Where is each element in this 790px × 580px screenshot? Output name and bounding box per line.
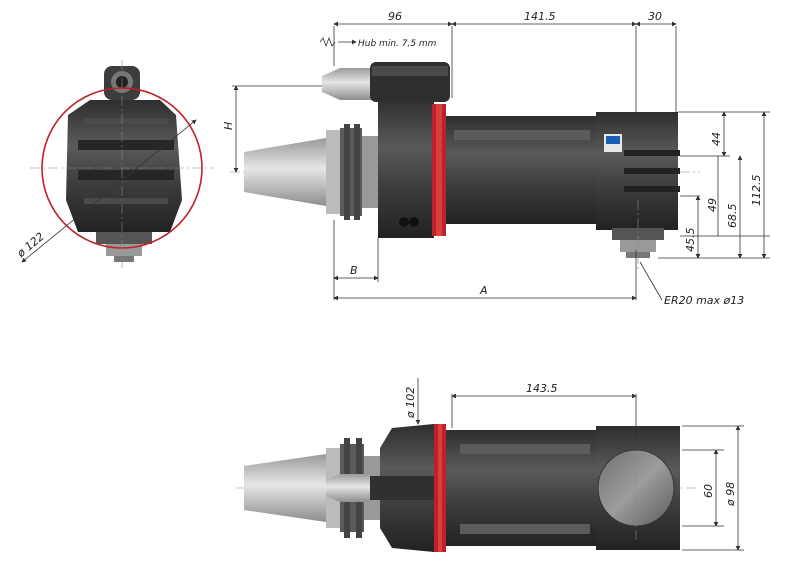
dim-a: A <box>479 284 488 297</box>
dim-49: 49 <box>706 198 719 212</box>
dim-44: 44 <box>710 132 723 146</box>
dim-30: 30 <box>648 10 662 23</box>
dim-143-5: 143.5 <box>526 382 558 395</box>
dim-112-5: 112.5 <box>750 175 763 207</box>
top-view: 143.5 ø 102 60 ø 98 <box>236 378 744 552</box>
dim-h: H <box>222 122 235 130</box>
dim-b: B <box>350 264 358 277</box>
stroke-note: Hub min. 7,5 mm <box>358 39 437 49</box>
side-view: 96 141.5 30 Hub min. 7,5 mm H B A ER20 m… <box>222 10 770 307</box>
dim-60: 60 <box>702 484 715 498</box>
dia-98-label: ø 98 <box>724 482 737 507</box>
dia-122-label: ø 122 <box>14 230 47 261</box>
end-view: ø 122 <box>14 60 214 270</box>
dia-102-label: ø 102 <box>404 387 417 419</box>
dim-141-5: 141.5 <box>524 10 556 23</box>
dim-68-5: 68.5 <box>726 204 739 229</box>
dim-96: 96 <box>388 10 402 23</box>
collet-label: ER20 max ø13 <box>664 294 744 307</box>
dim-45-5: 45.5 <box>684 228 697 253</box>
